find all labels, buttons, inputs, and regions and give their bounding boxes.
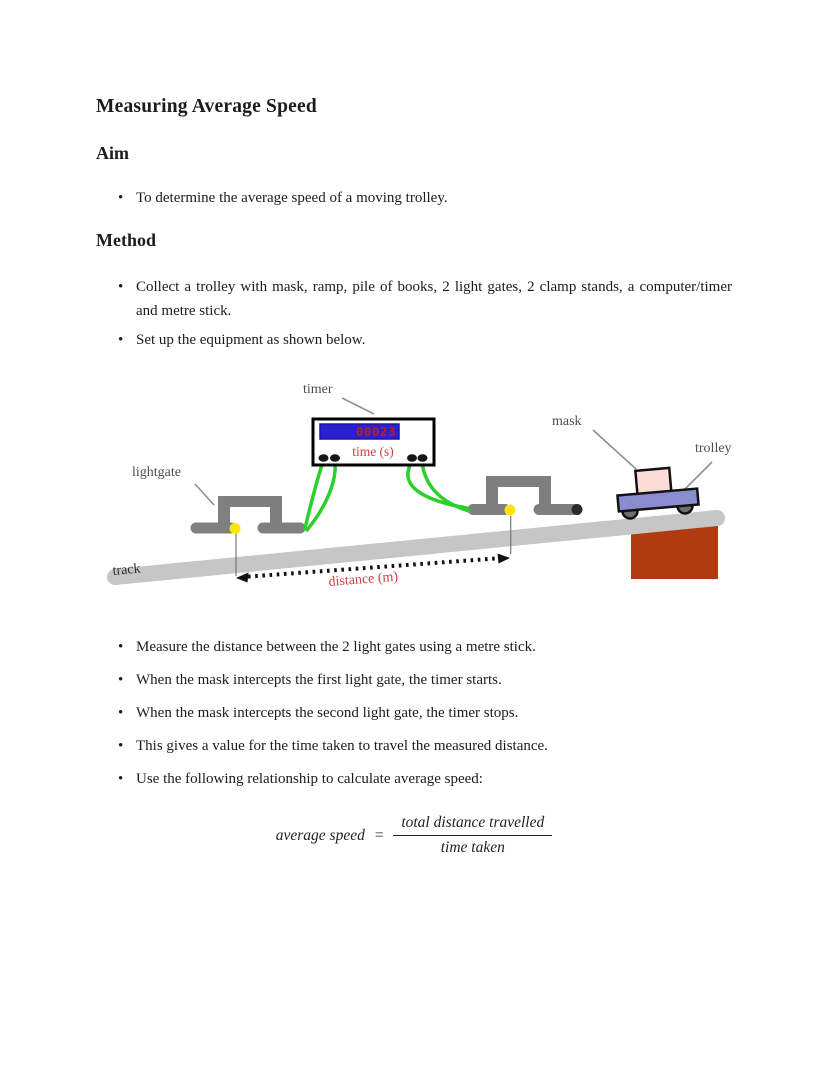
left-gate-sensor-dot bbox=[229, 523, 241, 534]
wire-right-1 bbox=[406, 460, 469, 510]
mask-label: mask bbox=[552, 414, 582, 429]
bullet-text: Collect a trolley with mask, ramp, pile … bbox=[136, 279, 732, 319]
bullet-icon: • bbox=[118, 738, 124, 754]
timer-terminal bbox=[318, 454, 329, 462]
distance-arrowhead-left bbox=[236, 572, 249, 583]
bullet-text: Set up the equipment as shown below. bbox=[136, 332, 366, 348]
formula-numerator: total distance travelled bbox=[393, 814, 553, 836]
list-item: • When the mask intercepts the second li… bbox=[118, 701, 732, 725]
lightgate-label: lightgate bbox=[132, 465, 181, 480]
trolley-leader-line bbox=[683, 461, 713, 491]
bullet-icon: • bbox=[118, 639, 124, 655]
label-leader-lines bbox=[194, 397, 713, 506]
wire-left-1 bbox=[303, 460, 325, 530]
wire-left-2 bbox=[305, 460, 337, 532]
bullet-text: This gives a value for the time taken to… bbox=[136, 738, 548, 754]
list-item: • When the mask intercepts the first lig… bbox=[118, 668, 732, 692]
wire-right-2 bbox=[420, 460, 471, 513]
bullet-text: When the mask intercepts the second ligh… bbox=[136, 705, 519, 721]
timer-terminal bbox=[330, 454, 340, 462]
list-item: • Use the following relationship to calc… bbox=[118, 767, 732, 791]
timer-leader-line bbox=[341, 397, 375, 415]
trolley-body-group bbox=[616, 466, 700, 513]
distance-dotted-line bbox=[247, 556, 498, 579]
formula-equals: = bbox=[373, 826, 385, 844]
bullet-icon: • bbox=[118, 771, 124, 787]
formula-fraction: total distance travelled time taken bbox=[393, 814, 553, 857]
setup-diagram-canvas: 00023 time (s) bbox=[107, 397, 725, 585]
books-pile bbox=[631, 520, 718, 579]
average-speed-formula: average speed = total distance travelled… bbox=[0, 814, 828, 857]
distance-arrowhead-right bbox=[497, 553, 510, 564]
left-light-gate bbox=[190, 496, 306, 534]
timer-wires bbox=[303, 460, 471, 532]
bullet-text: To determine the average speed of a movi… bbox=[136, 190, 448, 206]
right-light-gate bbox=[467, 476, 583, 516]
page-title: Measuring Average Speed bbox=[96, 96, 317, 117]
timer-unit: 00023 time (s) bbox=[311, 417, 436, 467]
formula-denominator: time taken bbox=[440, 839, 505, 856]
bullet-text: Measure the distance between the 2 light… bbox=[136, 639, 536, 655]
timer-terminal bbox=[417, 454, 428, 462]
right-gate-top-bar bbox=[486, 476, 551, 487]
experiment-setup-diagram: 00023 time (s) timer mask trolley lightg… bbox=[90, 370, 740, 605]
left-gate-top-bar bbox=[218, 496, 282, 507]
mask-leader-line bbox=[592, 429, 637, 470]
trolley-label: trolley bbox=[695, 441, 732, 456]
track-ramp bbox=[107, 510, 725, 585]
list-item: • Collect a trolley with mask, ramp, pil… bbox=[118, 275, 732, 323]
timer-display bbox=[319, 423, 400, 440]
list-item: • To determine the average speed of a mo… bbox=[118, 186, 732, 210]
formula-lhs: average speed bbox=[275, 826, 365, 844]
trolley-group bbox=[616, 466, 700, 520]
timer-reading: 00023 bbox=[356, 424, 396, 439]
list-item: • This gives a value for the time taken … bbox=[118, 734, 732, 758]
bullet-icon: • bbox=[118, 705, 124, 721]
timer-label: timer bbox=[303, 382, 333, 397]
bullet-text: Use the following relationship to calcul… bbox=[136, 771, 483, 787]
method-heading: Method bbox=[96, 230, 156, 250]
bullet-icon: • bbox=[118, 332, 124, 348]
list-item: • Measure the distance between the 2 lig… bbox=[118, 635, 732, 659]
aim-heading: Aim bbox=[96, 143, 129, 163]
lightgate-leader-line bbox=[194, 483, 215, 506]
track-label: track bbox=[112, 561, 142, 579]
timer-terminal bbox=[407, 454, 417, 462]
list-item: • Set up the equipment as shown below. bbox=[118, 328, 732, 352]
trolley-body bbox=[616, 487, 700, 513]
timer-unit-label: time (s) bbox=[352, 444, 394, 459]
right-gate-end-cap bbox=[571, 504, 583, 515]
right-gate-sensor-dot bbox=[504, 504, 516, 516]
bullet-icon: • bbox=[118, 672, 124, 688]
bullet-icon: • bbox=[118, 190, 124, 206]
bullet-icon: • bbox=[118, 279, 124, 295]
bullet-text: When the mask intercepts the first light… bbox=[136, 672, 502, 688]
